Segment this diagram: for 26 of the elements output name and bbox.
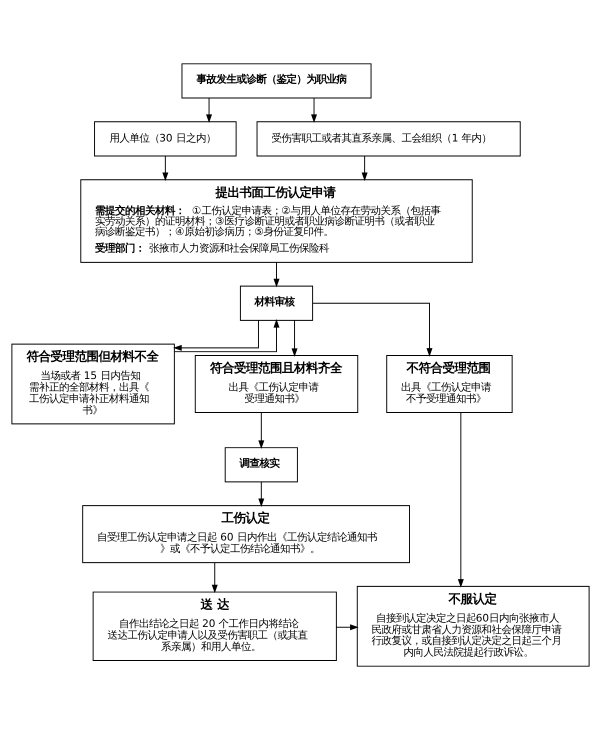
node-box: 提出书面工伤认定申请 需提交的相关材料：①工伤认定申请表；②与用人单位存在劳动关系（包括事实劳动关系）的证明材料；③医疗诊断证明或者职业病诊断证明书（或者职业病诊断鉴定书）；④原始初诊病历；⑤身份证复印件。 受理部门：张掖市人力资源和社会保障局工伤保险科 bbox=[80, 179, 473, 263]
arrow bbox=[174, 319, 280, 352]
arrow bbox=[312, 302, 432, 357]
node-box: 事故发生或诊断（鉴定）为职业病 bbox=[182, 63, 372, 98]
arrow bbox=[362, 156, 368, 182]
node-box: 工伤认定 自受理工伤认定申请之日起 60 日内作出《工伤认定结论通知书》或《不予认定工伤结论通知书》。 bbox=[82, 505, 410, 564]
arrow bbox=[274, 262, 280, 288]
node-box: 送 达 自作出结论之日起 20 个工作日内将结论送达工伤认定申请人以及受伤害职工（或其直系亲属）和用人单位。 bbox=[92, 592, 337, 661]
node-box: 用人单位（30 日之内） bbox=[94, 121, 237, 156]
node-box: 不服认定 自接到认定决定之日起60日内向张掖市人民政府或甘肃省人力资源和社会保障厅申请行政复议，或自接到认定决定之日起三个月内向人民法院提起行政诉讼。 bbox=[356, 586, 590, 667]
arrow bbox=[173, 320, 259, 351]
node-box: 受伤害职工或者其直系亲属、工会组织（1 年内） bbox=[256, 121, 521, 156]
arrow bbox=[336, 624, 359, 630]
arrow bbox=[206, 98, 212, 123]
arrow bbox=[458, 412, 464, 588]
node-box: 符合受理范围但材料不全 当场或者 15 日内告知需补正的全部材料，出具《工伤认定申请补正材料通知书》 bbox=[11, 344, 175, 424]
arrow bbox=[212, 562, 218, 594]
arrow bbox=[292, 320, 298, 357]
node-box: 调查核实 bbox=[224, 447, 298, 482]
node-box: 不符合受理范围 出具《工伤认定申请不予受理通知书》 bbox=[386, 355, 513, 413]
node-box: 符合受理范围且材料齐全 出具《工伤认定申请受理通知书》 bbox=[194, 355, 358, 413]
arrow bbox=[258, 481, 264, 508]
arrow bbox=[258, 412, 264, 449]
arrow bbox=[311, 98, 318, 123]
node-box: 材料审核 bbox=[240, 286, 314, 321]
arrow bbox=[162, 156, 168, 182]
